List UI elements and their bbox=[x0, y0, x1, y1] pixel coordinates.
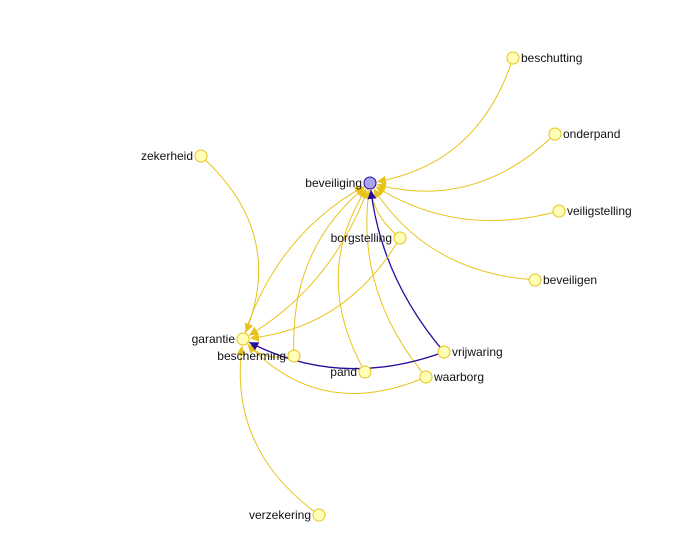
node-circle-pand[interactable] bbox=[358, 365, 372, 379]
node-label-waarborg[interactable]: waarborg bbox=[433, 370, 484, 384]
edge-zekerheid-to-garantie bbox=[200, 155, 260, 333]
node-circle-zekerheid[interactable] bbox=[194, 149, 208, 163]
edge-verzekering-to-garantie bbox=[236, 345, 320, 516]
node-verzekering[interactable]: verzekering bbox=[249, 508, 326, 522]
edge-borgstelling-to-garantie bbox=[249, 237, 401, 342]
node-circle-onderpand[interactable] bbox=[548, 127, 562, 141]
node-borgstelling[interactable]: borgstelling bbox=[331, 231, 407, 245]
node-circle-bescherming[interactable] bbox=[287, 349, 301, 363]
node-circle-verzekering[interactable] bbox=[312, 508, 326, 522]
edge-onderpand-to-beveiliging bbox=[376, 133, 556, 192]
node-label-borgstelling[interactable]: borgstelling bbox=[331, 231, 392, 245]
node-label-beveiligen[interactable]: beveiligen bbox=[543, 273, 597, 287]
edges-layer bbox=[200, 57, 560, 516]
node-circle-garantie[interactable] bbox=[236, 332, 250, 346]
node-label-pand[interactable]: pand bbox=[330, 365, 357, 379]
node-beschutting[interactable]: beschutting bbox=[506, 51, 582, 65]
node-label-beveiliging[interactable]: beveiliging bbox=[305, 176, 362, 190]
node-circle-beschutting[interactable] bbox=[506, 51, 520, 65]
edge-vrijwaring-to-beveiliging bbox=[367, 189, 445, 353]
node-label-garantie[interactable]: garantie bbox=[192, 332, 236, 346]
edge-pand-to-beveiliging bbox=[337, 188, 367, 373]
node-label-zekerheid[interactable]: zekerheid bbox=[141, 149, 193, 163]
node-label-veiligstelling[interactable]: veiligstelling bbox=[567, 204, 632, 218]
node-circle-borgstelling[interactable] bbox=[393, 231, 407, 245]
node-veiligstelling[interactable]: veiligstelling bbox=[552, 204, 632, 218]
node-zekerheid[interactable]: zekerheid bbox=[141, 149, 208, 163]
node-label-beschutting[interactable]: beschutting bbox=[521, 51, 582, 65]
node-circle-waarborg[interactable] bbox=[419, 370, 433, 384]
edge-waarborg-to-beveiliging bbox=[363, 189, 427, 378]
node-vrijwaring[interactable]: vrijwaring bbox=[437, 345, 503, 359]
edge-beveiliging-to-garantie bbox=[248, 182, 371, 336]
node-beveiliging[interactable]: beveiliging bbox=[305, 176, 377, 190]
node-onderpand[interactable]: onderpand bbox=[548, 127, 620, 141]
edge-vrijwaring-to-garantie bbox=[248, 341, 445, 370]
node-circle-beveiliging[interactable] bbox=[363, 176, 377, 190]
node-label-vrijwaring[interactable]: vrijwaring bbox=[452, 345, 503, 359]
edge-beveiligen-to-beveiliging bbox=[373, 188, 536, 281]
node-circle-veiligstelling[interactable] bbox=[552, 204, 566, 218]
node-label-verzekering[interactable]: verzekering bbox=[249, 508, 311, 522]
node-circle-beveiligen[interactable] bbox=[528, 273, 542, 287]
edge-beschutting-to-beveiliging bbox=[376, 57, 514, 185]
node-garantie[interactable]: garantie bbox=[192, 332, 250, 346]
node-circle-vrijwaring[interactable] bbox=[437, 345, 451, 359]
node-label-bescherming[interactable]: bescherming bbox=[217, 349, 286, 363]
node-bescherming[interactable]: bescherming bbox=[217, 349, 301, 363]
node-beveiligen[interactable]: beveiligen bbox=[528, 273, 597, 287]
edge-garantie-to-beveiliging bbox=[242, 185, 365, 340]
node-label-onderpand[interactable]: onderpand bbox=[563, 127, 620, 141]
edge-waarborg-to-garantie bbox=[247, 343, 427, 394]
nodes-layer: beveiliging beschutting onderpand zekerheid… bbox=[141, 51, 632, 522]
node-pand[interactable]: pand bbox=[330, 365, 372, 379]
node-waarborg[interactable]: waarborg bbox=[419, 370, 484, 384]
edge-veiligstelling-to-beveiliging bbox=[375, 186, 560, 222]
edge-bescherming-to-beveiliging bbox=[293, 187, 365, 357]
